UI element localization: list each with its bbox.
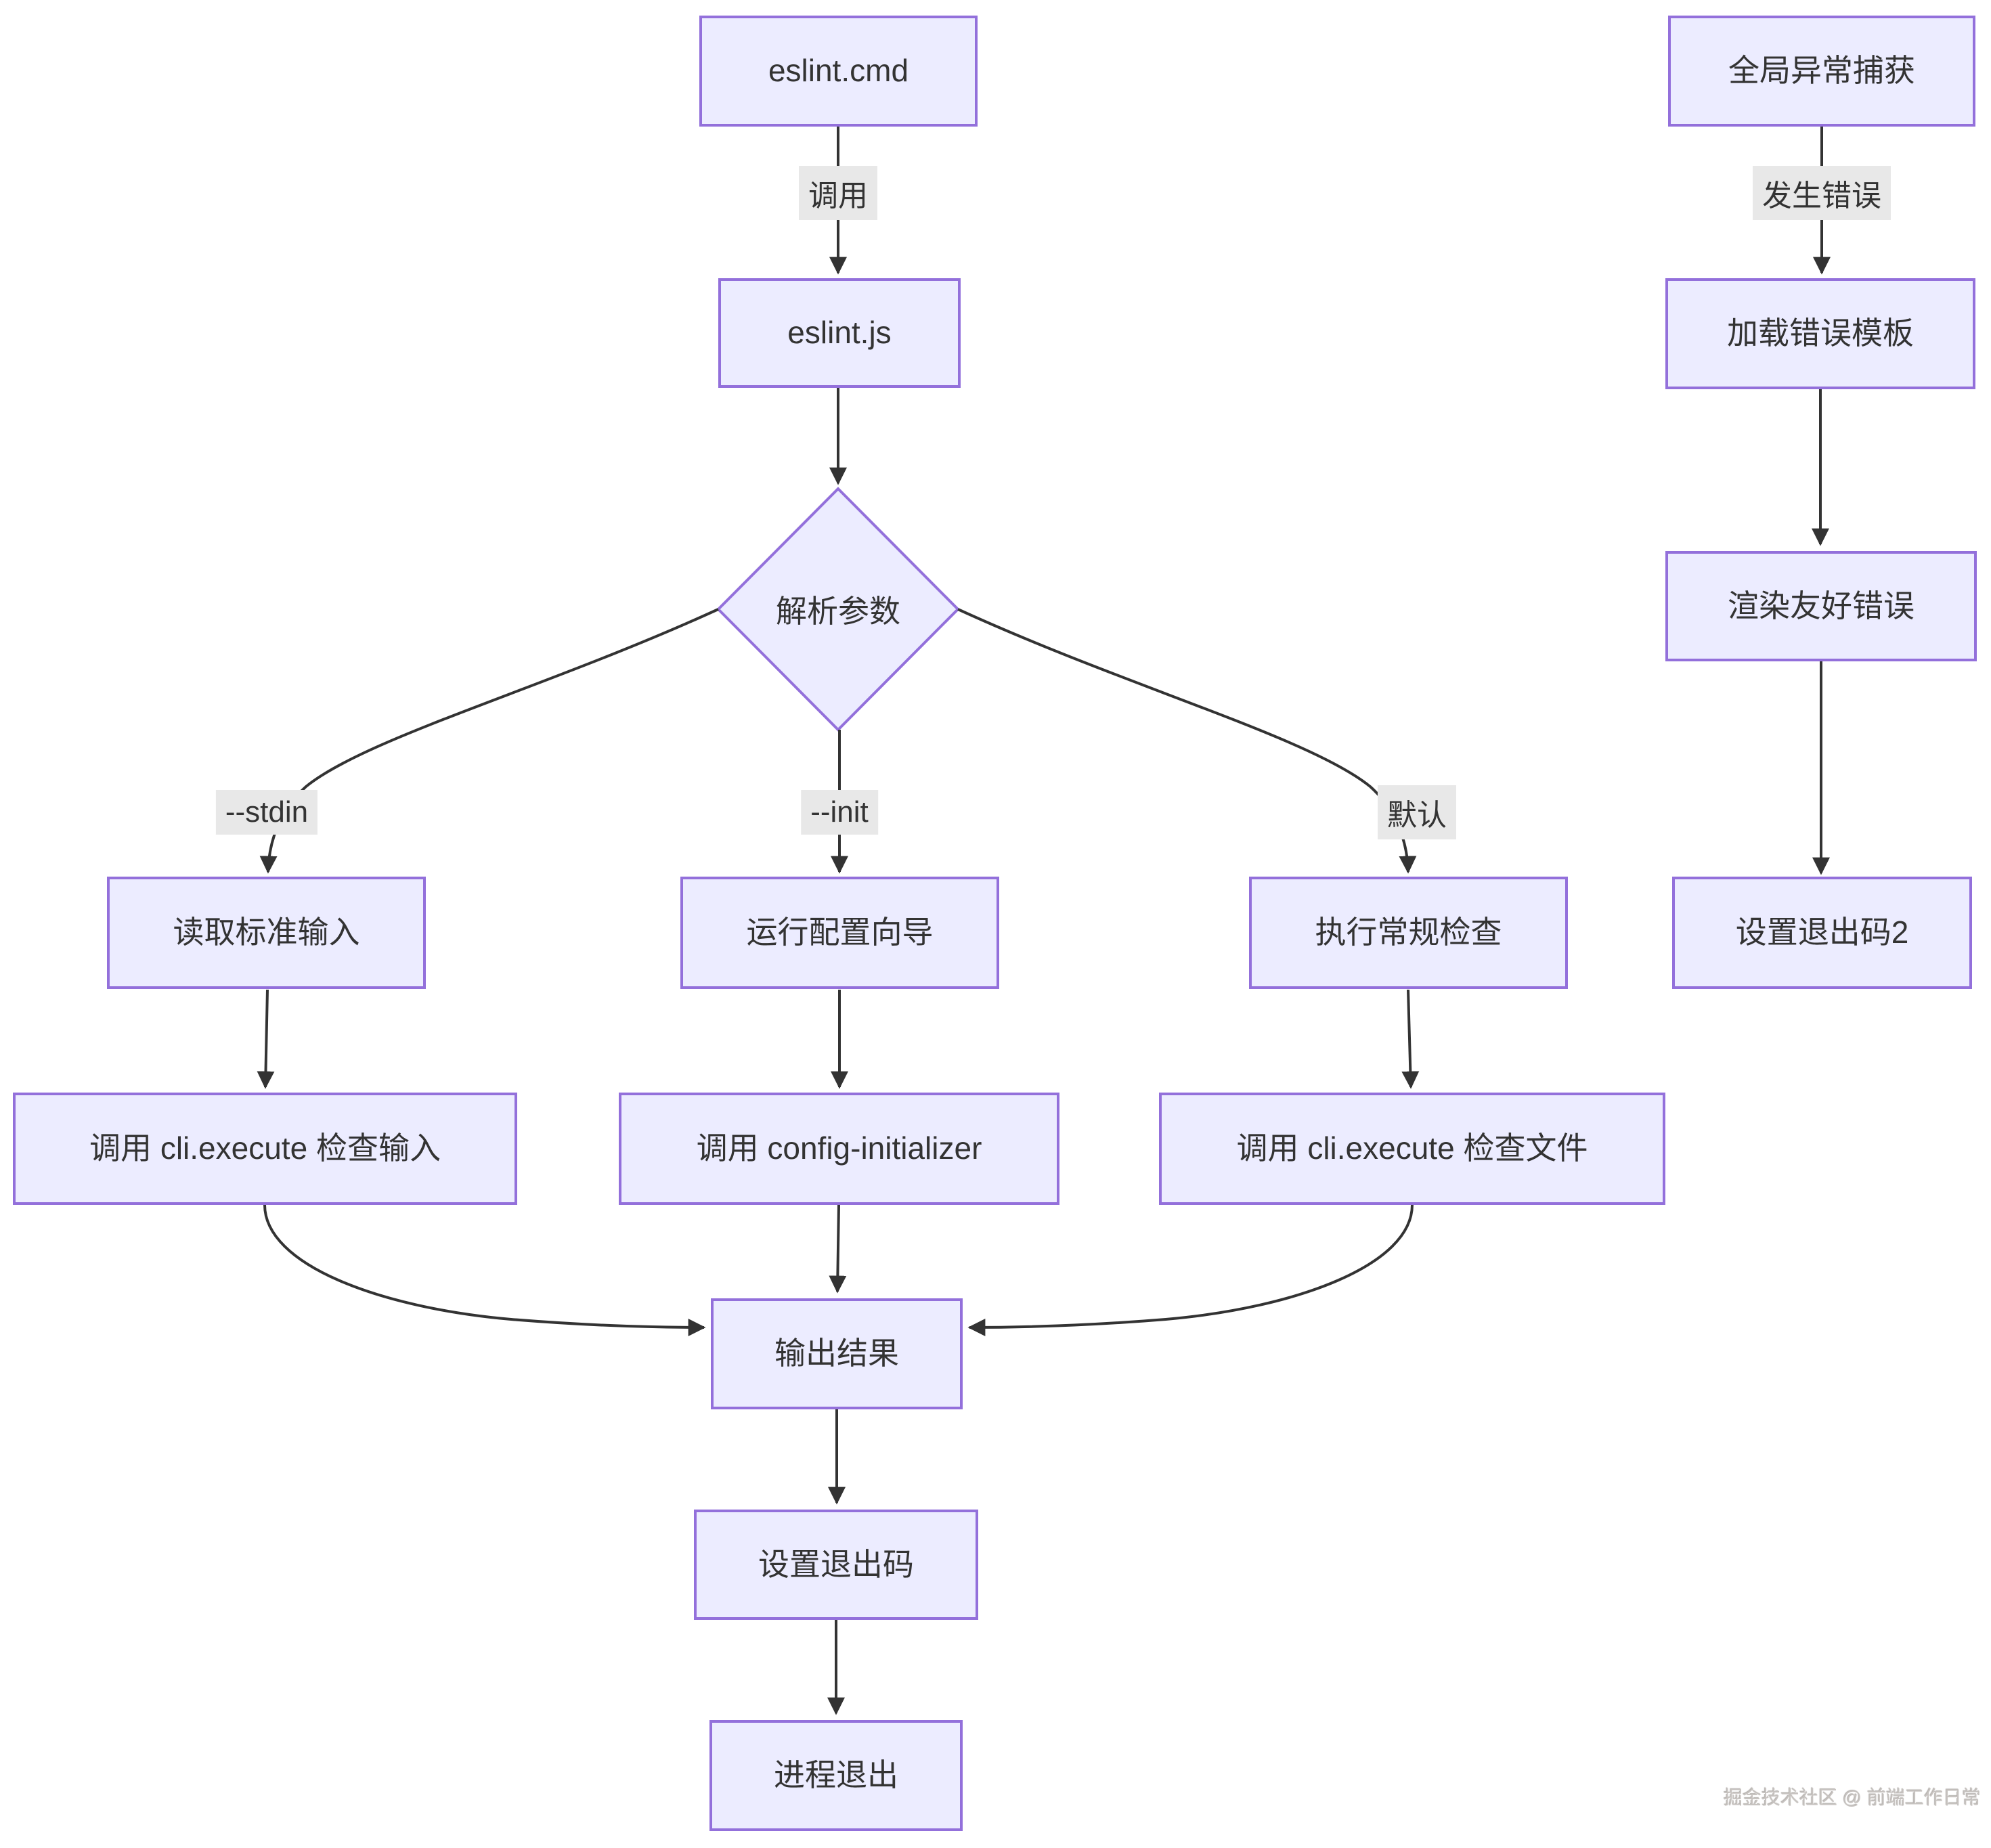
node-global-exception: 全局异常捕获 (1668, 16, 1975, 127)
node-run-config-wizard: 运行配置向导 (680, 877, 999, 989)
node-eslint-cmd: eslint.cmd (699, 16, 978, 127)
edge-parse-to-default (957, 608, 1417, 874)
node-set-exit-code: 设置退出码 (694, 1510, 978, 1620)
node-cli-execute-input: 调用 cli.execute 检查输入 (13, 1093, 517, 1205)
node-render-friendly-error: 渲染友好错误 (1665, 551, 1977, 661)
edge-label-error-occurred: 发生错误 (1753, 166, 1891, 220)
edge-cli-files-to-output (967, 1204, 1414, 1336)
node-eslint-js: eslint.js (718, 278, 961, 388)
edge-parse-to-stdin (259, 608, 719, 874)
node-set-exit-code-2: 设置退出码2 (1672, 877, 1972, 989)
node-cli-execute-files: 调用 cli.execute 检查文件 (1159, 1093, 1665, 1205)
node-parse-args-label: 解析参数 (776, 594, 900, 629)
node-config-initializer: 调用 config-initializer (619, 1093, 1059, 1205)
edge-initializer-to-output (829, 1204, 847, 1294)
node-read-stdin: 读取标准输入 (107, 877, 426, 989)
edge-label-init: --init (801, 790, 878, 835)
watermark-text: 掘金技术社区 @ 前端工作日常 (1724, 1787, 1981, 1808)
edge-label-invoke: 调用 (799, 166, 877, 220)
node-run-regular-check: 执行常规检查 (1249, 877, 1568, 989)
edge-label-default: 默认 (1378, 785, 1456, 839)
edge-cli-input-to-output (263, 1204, 706, 1336)
edge-stdin-to-cli-input (257, 989, 275, 1089)
node-process-exit: 进程退出 (709, 1720, 963, 1831)
edge-label-stdin: --stdin (215, 790, 318, 835)
node-load-error-template: 加载错误模板 (1665, 278, 1975, 389)
edge-check-to-cli-files (1401, 989, 1420, 1089)
node-output-result: 输出结果 (711, 1298, 963, 1409)
